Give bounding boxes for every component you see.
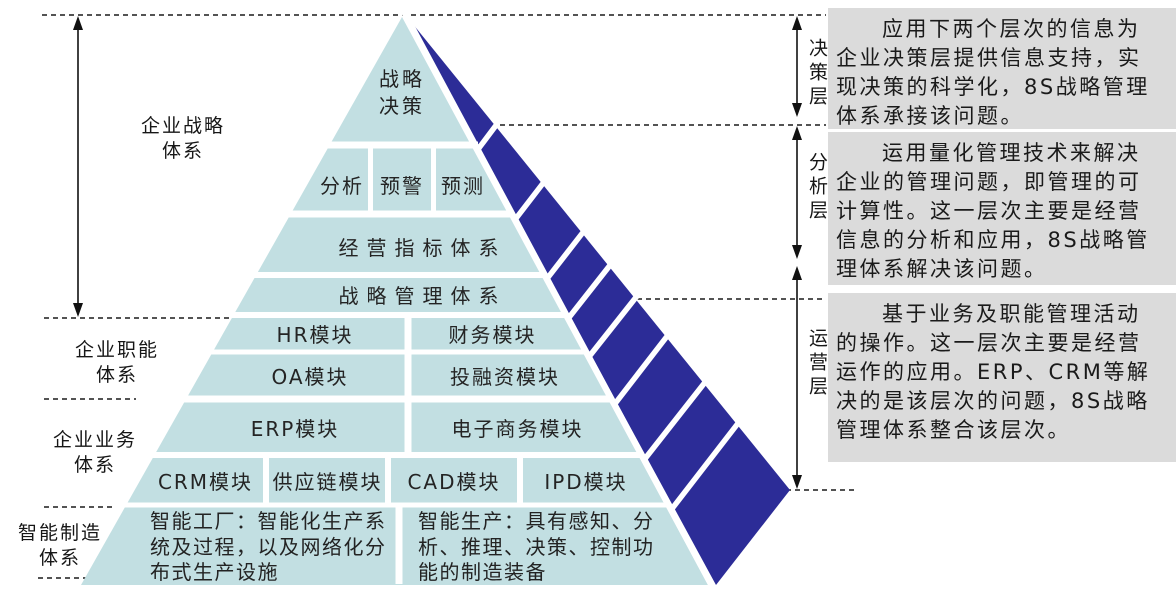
annotation-line: 运用量化管理技术来解决: [882, 141, 1141, 165]
cell-strategic-decision: 战略 决策: [379, 67, 425, 118]
annotation-operation-layer: 基于业务及职能管理活动 的操作。这一层次主要是经营 运作的应用。ERP、CRM等…: [828, 293, 1176, 462]
cell-investment: 投融资模块: [450, 364, 560, 389]
cell-cad: CAD模块: [407, 469, 501, 494]
annotation-line: 基于业务及职能管理活动: [882, 302, 1141, 326]
cell-warning: 预警: [380, 173, 424, 198]
smart-factory-line: 智能工厂：智能化生产系: [150, 509, 387, 533]
side-gap-3: [543, 229, 587, 282]
pyramid-side-face: [408, 18, 790, 585]
annotation-analysis-layer: 运用量化管理技术来解决 企业的管理问题，即管理的可 计算性。这一层次主要是经营 …: [828, 132, 1176, 285]
analysis-arrowhead-bottom: [792, 245, 802, 259]
smart-factory-line: 布式生产设施: [150, 560, 279, 584]
smart-production-line: 析、推理、决策、控制功: [418, 534, 655, 559]
label-enterprise-function-system: 企业职能 体系: [74, 339, 159, 386]
label-smart-manufacturing-system: 智能制造 体系: [17, 522, 102, 569]
cell-finance: 财务模块: [448, 322, 537, 347]
annotation-line: 计算性。这一层次主要是经营: [836, 199, 1142, 223]
cell-forecast: 预测: [441, 173, 485, 198]
smart-production-line: 智能生产：具有感知、分: [418, 509, 655, 533]
cell-erp: ERP模块: [250, 416, 340, 441]
annotation-line: 应用下两个层次的信息为: [882, 17, 1141, 41]
annotation-decision-layer: 应用下两个层次的信息为 企业决策层提供信息支持，实 现决策的科学化，8S战略管理…: [828, 8, 1176, 129]
annotation-line: 管理体系整合该层次。: [836, 418, 1071, 442]
label-analysis-layer: 分析层: [806, 152, 828, 224]
side-gap-6: [611, 333, 671, 407]
smart-factory-line: 统及过程，以及网络化分: [150, 534, 387, 559]
cell-hr: HR模块: [276, 322, 354, 347]
decision-arrowhead-top: [792, 16, 802, 30]
pyramid-front-face: [81, 17, 708, 585]
cell-supply-chain: 供应链模块: [272, 469, 383, 494]
annotation-line: 体系承接该问题。: [836, 104, 1024, 128]
annotation-line: 企业决策层提供信息支持，实: [836, 46, 1142, 70]
cell-oa: OA模块: [271, 364, 349, 389]
annotation-line: 决的是该层次的问题，8S战略: [836, 389, 1150, 413]
operation-arrowhead-top: [792, 266, 802, 280]
cell-kpi-system: 经营指标体系: [338, 235, 507, 260]
annotation-line: 的操作。这一层次主要是经营: [836, 331, 1142, 355]
label-decision-layer: 决策层: [806, 38, 828, 110]
strategy-span-arrowhead-top: [73, 16, 83, 30]
annotation-line: 理体系解决该问题。: [836, 257, 1048, 281]
cell-analysis: 分析: [320, 173, 364, 198]
label-operation-layer: 运营层: [806, 328, 828, 400]
annotation-line: 企业的管理问题，即管理的可: [836, 170, 1142, 194]
smart-production-line: 能的制造装备: [418, 560, 547, 584]
analysis-arrowhead-top: [792, 126, 802, 140]
annotation-line: 现决策的科学化，8S战略管理: [836, 75, 1150, 99]
side-gap-7: [641, 379, 709, 462]
strategy-span-arrowhead-bottom: [73, 303, 83, 317]
side-gap-4: [564, 262, 614, 322]
decision-arrowhead-bottom: [792, 103, 802, 117]
front-side-gap: [401, 10, 717, 592]
side-gap-5: [585, 294, 640, 360]
annotation-line: 信息的分析和应用，8S战略管: [836, 228, 1150, 252]
cell-strategy-mgmt-system: 战略管理体系: [338, 283, 507, 308]
cell-ipd: IPD模块: [544, 469, 628, 494]
cell-smart-production: 智能生产：具有感知、分 析、推理、决策、控制功 能的制造装备: [418, 509, 678, 586]
cell-crm: CRM模块: [157, 469, 254, 494]
cell-ecommerce: 电子商务模块: [451, 416, 584, 441]
label-enterprise-strategy-system: 企业战略 体系: [140, 115, 225, 162]
cell-smart-factory: 智能工厂：智能化生产系 统及过程，以及网络化分 布式生产设施: [150, 509, 400, 586]
label-enterprise-business-system: 企业业务 体系: [52, 429, 137, 476]
side-gap-8: [668, 420, 742, 512]
operation-arrowhead-bottom: [792, 475, 802, 489]
side-gap-2: [511, 180, 547, 223]
annotation-line: 运作的应用。ERP、CRM等解: [836, 360, 1151, 384]
